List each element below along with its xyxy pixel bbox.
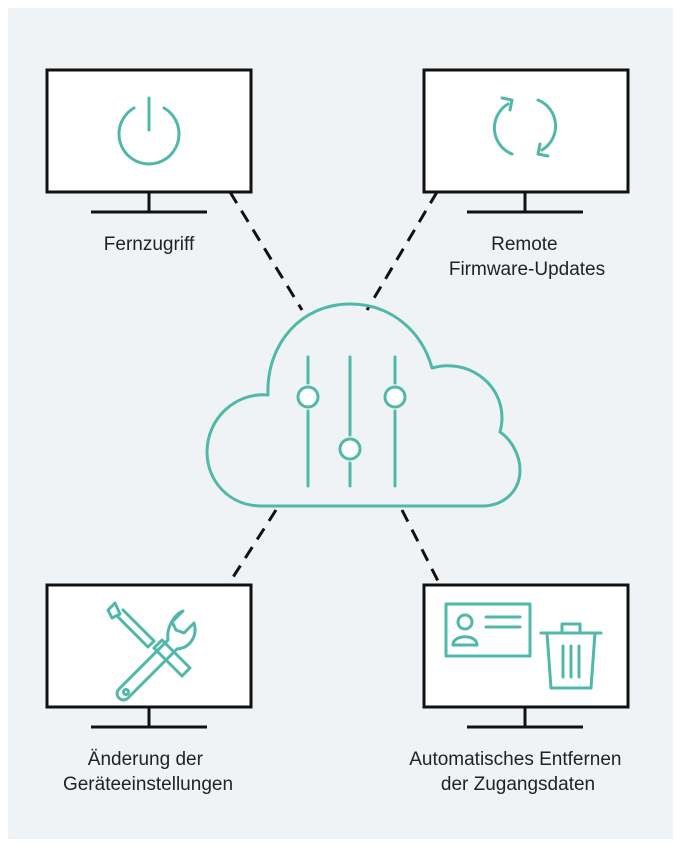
monitor-credential-removal: Automatisches Entfernen der Zugangsdaten [409,583,630,795]
connector-top-right [365,191,439,311]
label-line: Änderung der [88,749,204,770]
label-remote-access: Fernzugriff [104,234,195,255]
monitor-remote-access: Fernzugriff [45,68,253,255]
connector-bottom-left [226,509,278,586]
cloud-outline [205,302,522,508]
label-remote-firmware: Remote Firmware-Updates [449,234,605,280]
label-line: Geräteeinstellungen [63,774,233,795]
monitor-screen [422,68,630,194]
id-card-icon [444,602,532,658]
label-line: Fernzugriff [104,234,195,255]
slider-knob-middle [338,437,362,461]
monitor-remote-firmware: Remote Firmware-Updates [422,68,630,280]
label-line: der Zugangsdaten [441,774,595,795]
connector-top-left [228,191,304,311]
label-device-settings: Änderung der Geräteeinstellungen [63,749,233,795]
connector-bottom-right [400,509,442,586]
monitor-device-settings: Änderung der Geräteeinstellungen [45,583,253,795]
label-line: Firmware-Updates [449,259,605,280]
label-line: Automatisches Entfernen [409,749,621,770]
id-card-trash-icon [444,602,603,690]
label-credential-removal: Automatisches Entfernen der Zugangsdaten [409,749,627,795]
connectors [226,191,442,586]
wrench-screwdriver-icon [106,601,197,702]
slider-knob-left [296,385,320,409]
cloud-sliders-icon [205,302,522,508]
slider-knob-right [383,385,407,409]
power-icon [117,96,181,166]
refresh-icon [492,96,558,158]
label-line: Remote [491,234,558,255]
trash-icon [539,622,603,690]
